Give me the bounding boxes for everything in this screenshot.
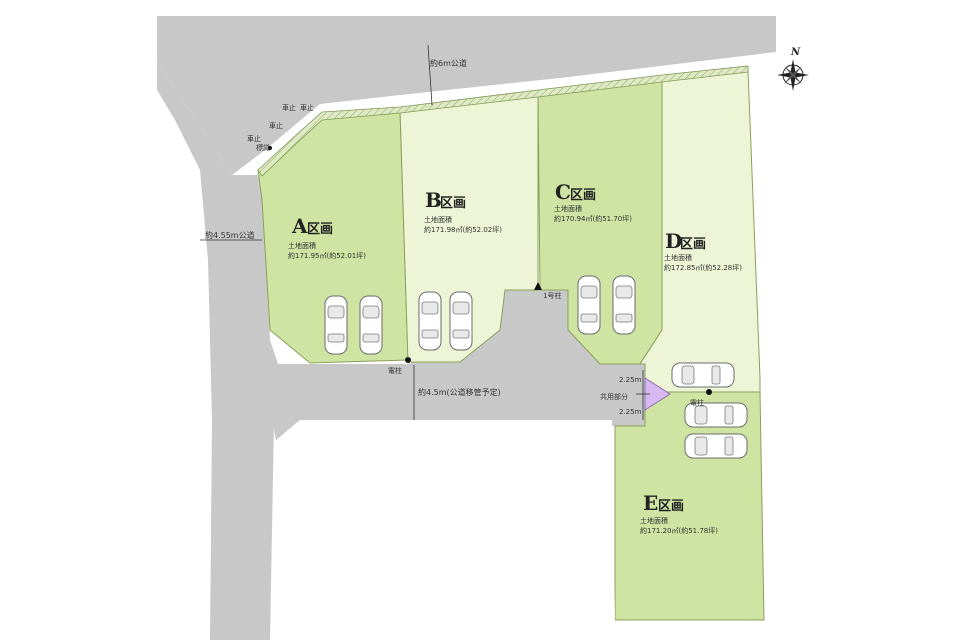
lot-d-area-label: 土地面積: [664, 253, 692, 262]
lot-b-letter: B: [425, 188, 442, 212]
lot-e-letter: E: [643, 491, 658, 515]
car-lot-e-1: [684, 402, 748, 428]
lot-a-suffix: 区画: [307, 222, 333, 237]
sign-post: [268, 146, 272, 150]
center-road-label: 約4.5m(公道移管予定): [418, 387, 501, 397]
car-lot-c-1: [577, 275, 601, 335]
utility-pole-1: [405, 357, 411, 363]
sign-label: 標識: [256, 143, 270, 152]
car-lot-c-2: [612, 275, 636, 335]
utility-pole-2: [706, 389, 712, 395]
car-stop-4: 車止: [247, 134, 261, 143]
lot-a-area-label: 土地面積: [288, 241, 316, 250]
lot-c-letter: C: [555, 180, 571, 204]
lot-b-area-label: 土地面積: [424, 215, 452, 224]
compass-label: N: [790, 47, 801, 58]
car-lot-e-2: [684, 433, 748, 459]
marker-1: [534, 282, 542, 290]
lot-c-suffix: 区画: [570, 188, 596, 203]
dim-top-label: 2.25m: [619, 376, 642, 384]
lot-c-area-label: 土地面積: [554, 204, 582, 213]
car-stop-1: 車止: [282, 103, 296, 112]
west-road: [157, 60, 278, 640]
lot-a-letter: A: [291, 214, 308, 238]
car-lot-a-1: [324, 295, 348, 355]
marker-label: 1号柱: [543, 291, 561, 300]
lot-e-suffix: 区画: [658, 499, 684, 514]
north-road-dim: [427, 44, 433, 106]
frontage-strip: [257, 65, 749, 177]
north-road-label: 約6m公道: [430, 58, 467, 68]
shared-area-label: 共用部分: [600, 392, 628, 401]
south-neighbor: [276, 426, 615, 630]
center-road: [270, 290, 645, 440]
car-lot-b-1: [418, 291, 442, 351]
car-stop-3: 車止: [269, 121, 283, 130]
car-lot-d-1: [671, 362, 735, 388]
pole-1-label: 電柱: [388, 366, 402, 375]
car-lot-b-2: [449, 291, 473, 351]
lot-d-area: 約172.85㎡(約52.28坪): [664, 263, 742, 272]
west-road-label: 約4.55m公道: [205, 230, 255, 240]
compass-rose-icon: N: [777, 47, 809, 91]
dim-bottom-label: 2.25m: [619, 408, 642, 416]
car-stop-2: 車止: [300, 103, 314, 112]
lot-b-suffix: 区画: [440, 196, 466, 211]
lot-b-area: 約171.98㎡(約52.02坪): [424, 225, 502, 234]
pole-2-label: 電柱: [690, 398, 704, 407]
lot-d-suffix: 区画: [680, 237, 706, 252]
lot-e-area: 約171.20㎡(約51.78坪): [640, 526, 718, 535]
lot-d-letter: D: [665, 229, 682, 253]
lot-c-area: 約170.94㎡(約51.70坪): [554, 214, 632, 223]
car-lot-a-2: [359, 295, 383, 355]
north-road: [157, 16, 776, 175]
lot-e-area-label: 土地面積: [640, 516, 668, 525]
lot-a-area: 約171.95㎡(約52.01坪): [288, 251, 366, 260]
